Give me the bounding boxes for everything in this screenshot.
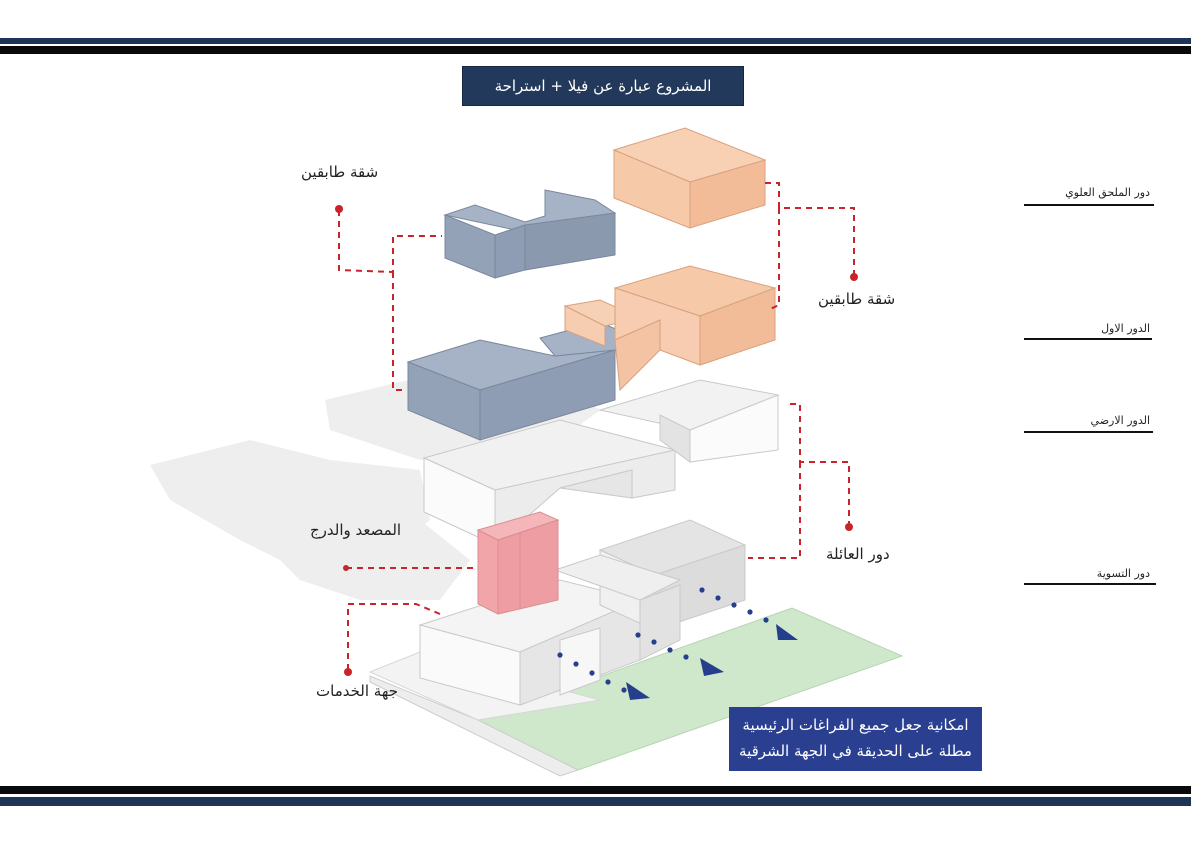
floor-line-ground [1024,431,1153,433]
bottom-band-thick [0,786,1191,794]
leader-lines [338,182,855,670]
floor-label-annex: دور الملحق العلوي [1065,186,1150,199]
top-band-thick [0,46,1191,54]
ground-floor-volume [422,379,780,547]
floor-label-ground: الدور الارضي [1090,414,1150,427]
callout-line-2: مطلة على الحديقة في الجهة الشرقية [739,742,972,760]
label-apartment-left: شقة طابقين [301,163,379,181]
label-services-side: جهة الخدمات [316,682,399,700]
upper-peach-volume [612,127,767,229]
label-apartment-right: شقة طابقين [818,290,896,308]
first-floor-peach [563,265,777,392]
elevator-stairs-volume [476,511,560,615]
basement-volume [418,519,747,706]
ground-plate [369,675,580,777]
floor-line-first [1024,338,1152,340]
floor-label-first: الدور الاول [1101,322,1150,335]
floor-line-basement [1024,583,1156,585]
top-band-thin [0,38,1191,44]
leader-endpoints [335,205,858,676]
view-arrows [557,587,798,700]
label-elevator-stairs: المصعد والدرج [310,521,402,539]
upper-blue-volume [443,189,617,279]
bottom-band-thin [0,797,1191,806]
label-family-floor: دور العائلة [826,545,890,563]
floor-line-annex [1024,204,1154,206]
callout-line-1: امكانية جعل جميع الفراغات الرئيسية [742,716,969,734]
garden-callout: امكانية جعل جميع الفراغات الرئيسية مطلة … [729,707,982,771]
page-title: المشروع عبارة عن فيلا + استراحة [462,66,744,106]
floor-label-basement: دور التسوية [1096,567,1150,580]
